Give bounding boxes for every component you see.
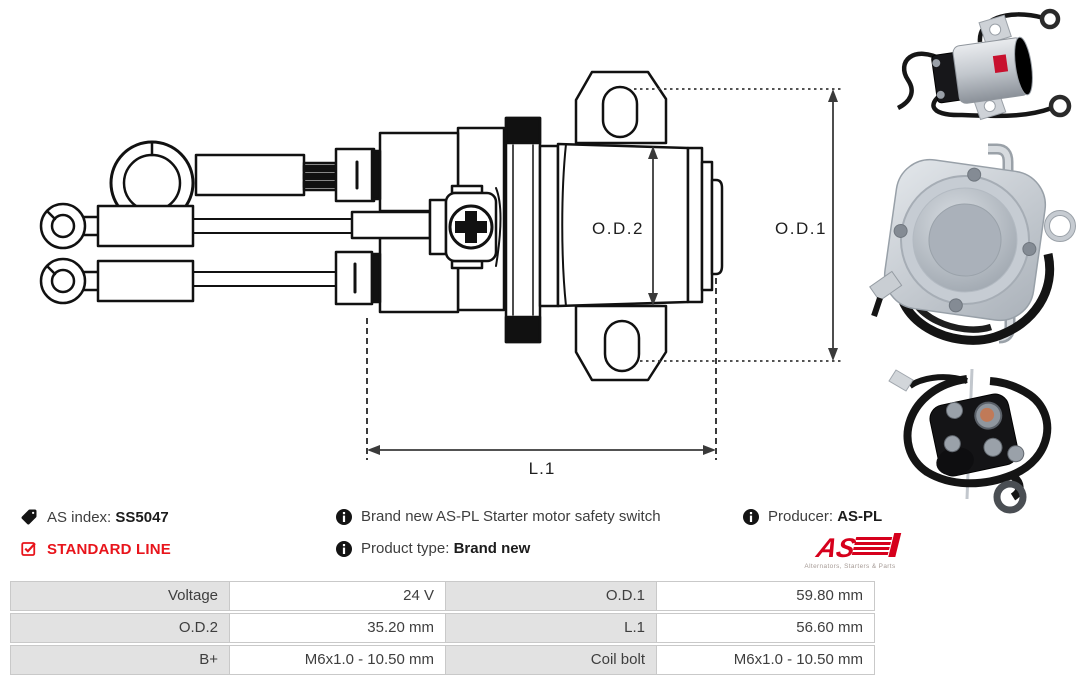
spec-value: 59.80 mm	[657, 581, 875, 611]
as-index-label: AS index:	[47, 508, 112, 526]
spec-label: L.1	[446, 613, 657, 643]
bracket-top	[574, 70, 668, 145]
dim-label-od1: O.D.1	[775, 219, 827, 238]
product-photo-middle[interactable]	[860, 122, 1078, 362]
switch-rear-housing	[350, 126, 506, 314]
info-icon	[336, 540, 352, 557]
spec-value: 56.60 mm	[657, 613, 875, 643]
wire-lines	[192, 218, 353, 287]
producer-row: Producer: AS-PL	[743, 508, 882, 525]
product-photo-top[interactable]	[858, 2, 1078, 124]
spec-table: Voltage 24 V O.D.1 59.80 mm O.D.2 35.20 …	[10, 581, 875, 677]
spec-label: O.D.1	[446, 581, 657, 611]
producer-text: Producer: AS-PL	[768, 508, 882, 525]
bracket-bottom	[574, 304, 668, 382]
producer-value: AS-PL	[837, 508, 883, 525]
spec-label: O.D.2	[10, 613, 230, 643]
table-row: B+ M6x1.0 - 10.50 mm Coil bolt M6x1.0 - …	[10, 645, 875, 675]
solenoid-cylinder	[556, 142, 724, 308]
table-row: O.D.2 35.20 mm L.1 56.60 mm	[10, 613, 875, 643]
product-type-text: Product type: Brand new	[361, 540, 530, 557]
spec-label: Voltage	[10, 581, 230, 611]
info-icon	[336, 508, 352, 525]
logo-tagline: Alternators, Starters & Parts	[804, 563, 895, 570]
phillips-screw	[428, 184, 498, 270]
as-pl-logo: AS Alternators, Starters & Parts	[804, 532, 902, 570]
spec-value: M6x1.0 - 10.50 mm	[657, 645, 875, 675]
product-type-row: Product type: Brand new	[336, 540, 530, 557]
as-index-text: AS index: SS5047	[47, 509, 169, 526]
dim-label-l1: L.1	[529, 459, 556, 478]
technical-drawing: O.D.2 O.D.1 L.1	[39, 70, 841, 478]
dimension-annotations	[366, 88, 841, 460]
checkbox-checked-icon	[21, 542, 36, 556]
table-row: Voltage 24 V O.D.1 59.80 mm	[10, 581, 875, 611]
tag-icon	[21, 509, 37, 525]
spec-label: B+	[10, 645, 230, 675]
producer-label: Producer:	[768, 508, 834, 525]
small-ring-terminal-1	[39, 202, 195, 250]
product-type-value: Brand new	[453, 540, 531, 557]
spec-label: Coil bolt	[446, 645, 657, 675]
large-ring-terminal	[109, 140, 376, 226]
dim-label-od2: O.D.2	[592, 219, 644, 238]
spec-value: 24 V	[230, 581, 446, 611]
standard-line-row: STANDARD LINE	[20, 540, 171, 558]
description-row: Brand new AS-PL Starter motor safety swi…	[336, 508, 661, 525]
spec-value: M6x1.0 - 10.50 mm	[230, 645, 446, 675]
as-index-row: AS index: SS5047	[20, 508, 169, 526]
standard-line-label: STANDARD LINE	[47, 540, 171, 558]
product-photo-bottom[interactable]	[872, 357, 1077, 517]
description-text: Brand new AS-PL Starter motor safety swi…	[361, 508, 661, 525]
mounting-flange	[504, 116, 560, 344]
logo-as-text: AS	[813, 532, 859, 563]
product-type-label: Product type:	[361, 540, 450, 557]
spec-value: 35.20 mm	[230, 613, 446, 643]
small-ring-terminal-2	[39, 250, 374, 306]
as-index-value: SS5047	[115, 508, 169, 526]
info-icon	[743, 508, 759, 525]
